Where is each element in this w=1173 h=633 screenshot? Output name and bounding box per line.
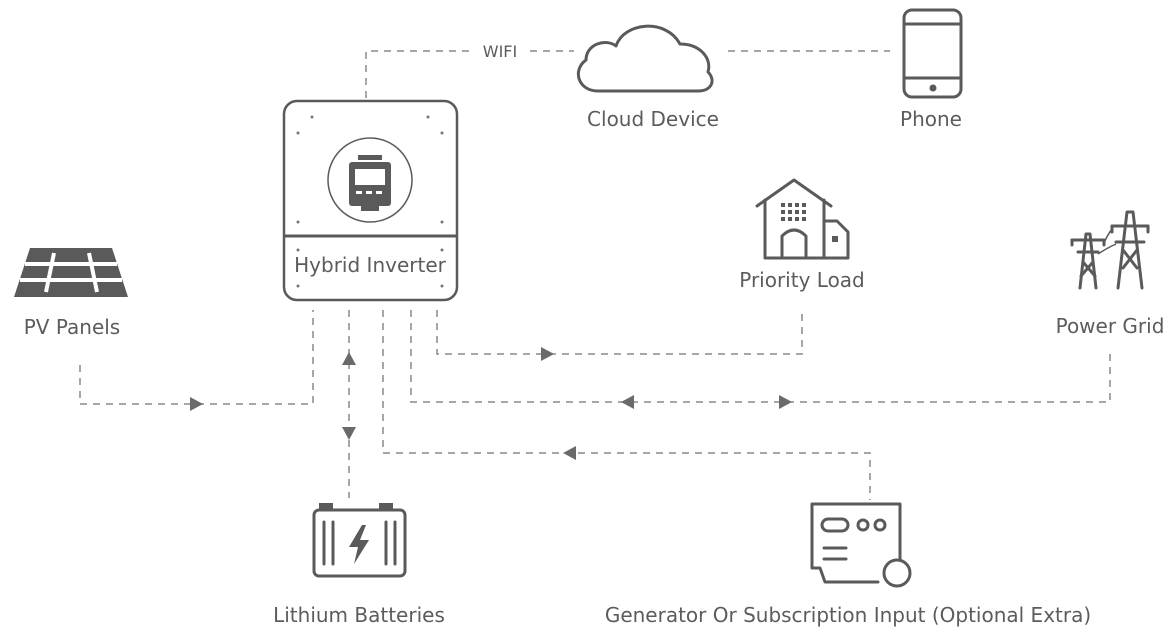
grid-right-arrow-icon [779,395,792,409]
grid-line [410,310,1111,403]
inverter-label: Hybrid Inverter [294,253,446,277]
generator-arrow-icon [563,446,576,460]
cloud-device: Cloud Device [576,24,719,131]
flow-arrows [190,347,792,460]
wifi-line-inverter [365,50,470,98]
power-tower-icon [1070,210,1150,290]
load-arrow-icon [541,347,554,361]
pv-line [79,310,314,405]
power-grid-label: Power Grid [1056,314,1165,338]
pv-arrow-icon [190,397,203,411]
pv-panels: PV Panels [14,248,128,339]
wifi-label: WIFI [483,42,517,61]
priority-load-label: Priority Load [739,268,865,292]
hybrid-inverter: Hybrid Inverter [282,99,459,302]
grid-left-arrow-icon [621,395,634,409]
battery-icon [312,503,407,578]
battery-up-arrow-icon [342,352,356,365]
battery-down-arrow-icon [342,427,356,440]
generator-input: Generator Or Subscription Input (Optiona… [605,502,1091,627]
cloud-icon [576,24,714,93]
generator-icon [810,502,912,588]
pv-panels-label: PV Panels [24,315,120,339]
batteries-label: Lithium Batteries [273,603,445,627]
phone-icon [902,8,963,99]
priority-load: Priority Load [739,178,865,292]
phone: Phone [900,8,963,131]
lithium-batteries: Lithium Batteries [273,503,445,627]
generator-line [382,310,871,500]
house-icon [755,178,850,260]
inverter-icon [327,137,413,223]
generator-label: Generator Or Subscription Input (Optiona… [605,603,1091,627]
load-line [436,310,803,355]
phone-label: Phone [900,107,962,131]
connections [79,50,1111,500]
power-grid: Power Grid [1056,210,1165,338]
solar-panel-icon [14,248,128,297]
cloud-label: Cloud Device [587,107,719,131]
